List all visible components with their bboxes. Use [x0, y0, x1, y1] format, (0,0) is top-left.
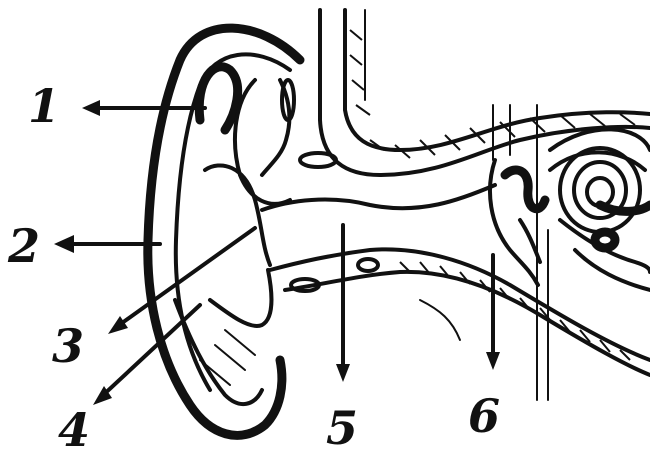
- label-6: 6: [468, 389, 500, 443]
- inner-ear: [550, 129, 650, 290]
- antitragus: [210, 270, 271, 326]
- canal-upper-wall: [262, 185, 495, 210]
- cochlea-nerve: [600, 205, 650, 211]
- concha: [205, 165, 270, 265]
- tube-curve: [420, 300, 460, 340]
- label-4: 4: [58, 403, 90, 454]
- ossicles: [505, 170, 545, 209]
- vestibule-dot: [595, 232, 615, 248]
- pointer-2-arrowhead: [54, 235, 74, 253]
- labels: 1 2 3 4 5 6: [7, 79, 500, 454]
- crus-helix: [262, 80, 289, 175]
- label-2: 2: [7, 219, 40, 273]
- lobe-detail: [200, 330, 255, 385]
- bone-outer: [320, 10, 650, 175]
- pointer-6-arrowhead: [486, 352, 500, 370]
- temporal-bone: [320, 10, 650, 175]
- pointer-5-arrowhead: [336, 364, 350, 382]
- label-3: 3: [52, 319, 84, 373]
- label-5: 5: [326, 401, 358, 454]
- canal-gland: [358, 259, 378, 271]
- pinna: [148, 28, 300, 435]
- middle-ear: [490, 105, 548, 400]
- canal-upper-gland: [300, 153, 336, 167]
- pointer-4-line: [100, 305, 200, 398]
- pointer-1-arrowhead: [82, 100, 100, 116]
- label-1: 1: [28, 79, 60, 133]
- helix-rim: [148, 28, 300, 435]
- canal-floor: [285, 272, 650, 375]
- helix-top-loop: [199, 67, 237, 130]
